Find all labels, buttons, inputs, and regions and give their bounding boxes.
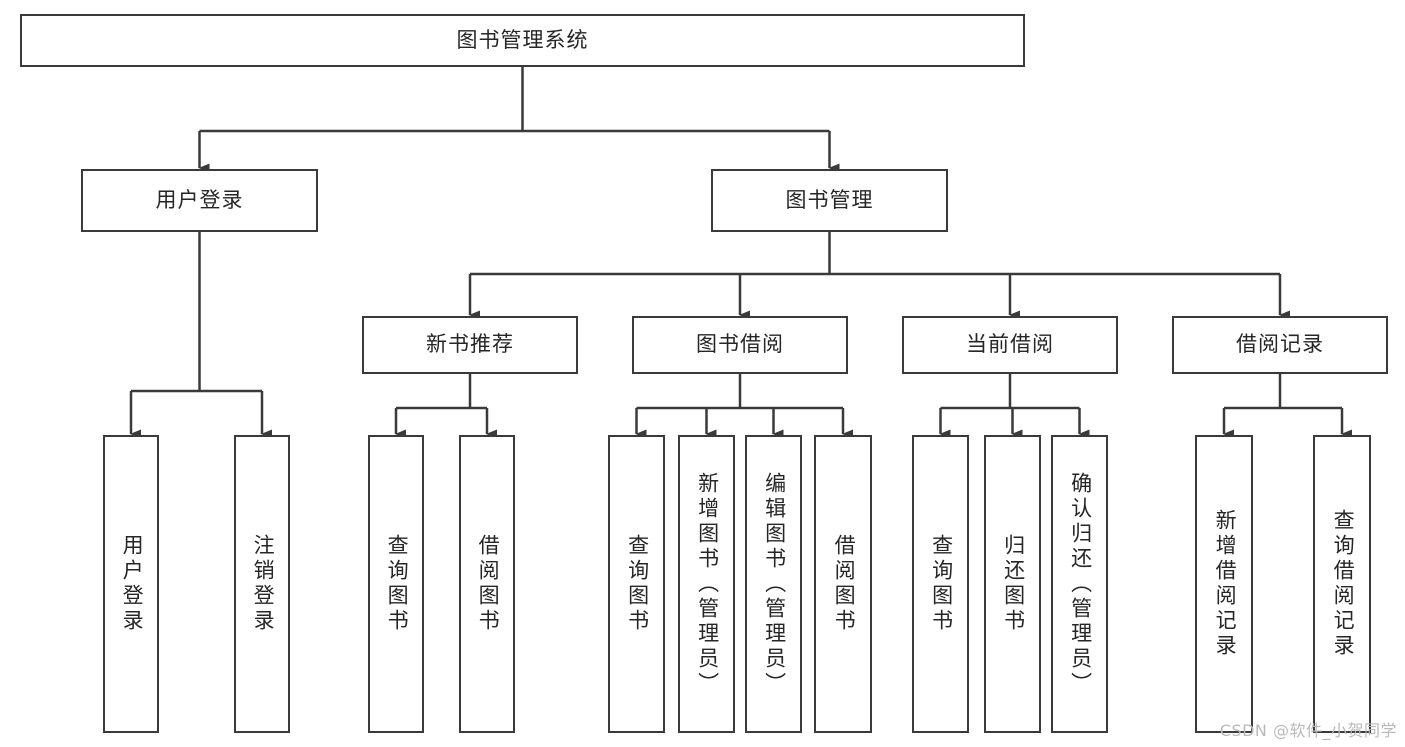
node-leaf-query-record-label: 查询借阅记录	[1331, 509, 1355, 659]
node-root[interactable]: 图书管理系统	[20, 14, 1025, 67]
node-leaf-query-book-3[interactable]: 查询图书	[912, 435, 969, 733]
node-leaf-confirm-return-label: 确认归还（管理员）	[1068, 471, 1092, 697]
node-leaf-borrow-book-2[interactable]: 借阅图书	[814, 435, 872, 733]
node-root-label: 图书管理系统	[456, 28, 589, 52]
node-leaf-confirm-return[interactable]: 确认归还（管理员）	[1051, 435, 1108, 733]
node-leaf-return-book[interactable]: 归还图书	[984, 435, 1041, 733]
node-leaf-query-book-1-label: 查询图书	[385, 534, 409, 634]
node-new-book-rec-label: 新书推荐	[426, 333, 514, 357]
node-leaf-query-book-2-label: 查询图书	[625, 534, 649, 634]
node-current-borrow[interactable]: 当前借阅	[902, 316, 1118, 374]
node-borrow-record[interactable]: 借阅记录	[1172, 316, 1388, 374]
node-leaf-edit-book[interactable]: 编辑图书（管理员）	[745, 435, 802, 733]
node-leaf-query-book-3-label: 查询图书	[929, 534, 953, 634]
node-leaf-user-login-label: 用户登录	[120, 534, 144, 634]
node-new-book-rec[interactable]: 新书推荐	[362, 316, 578, 374]
node-leaf-return-book-label: 归还图书	[1001, 534, 1025, 634]
node-book-borrow[interactable]: 图书借阅	[632, 316, 848, 374]
node-leaf-add-record-label: 新增借阅记录	[1213, 509, 1237, 659]
node-leaf-add-book-label: 新增图书（管理员）	[695, 471, 719, 697]
node-borrow-record-label: 借阅记录	[1236, 333, 1324, 357]
node-leaf-add-record[interactable]: 新增借阅记录	[1195, 435, 1253, 733]
node-leaf-query-book-2[interactable]: 查询图书	[608, 435, 665, 733]
node-book-manage-label: 图书管理	[785, 188, 874, 212]
node-leaf-borrow-book-1-label: 借阅图书	[476, 534, 500, 634]
node-user-login-label: 用户登录	[155, 188, 244, 212]
node-user-login[interactable]: 用户登录	[81, 169, 318, 232]
node-book-manage[interactable]: 图书管理	[711, 169, 948, 232]
node-leaf-logout[interactable]: 注销登录	[234, 435, 290, 733]
node-leaf-query-book-1[interactable]: 查询图书	[368, 435, 424, 733]
node-leaf-logout-label: 注销登录	[251, 534, 275, 634]
csdn-watermark: CSDN @软件_小贺同学	[1219, 721, 1397, 740]
node-leaf-add-book[interactable]: 新增图书（管理员）	[678, 435, 735, 733]
node-current-borrow-label: 当前借阅	[966, 333, 1054, 357]
node-leaf-edit-book-label: 编辑图书（管理员）	[762, 471, 786, 697]
node-book-borrow-label: 图书借阅	[696, 333, 784, 357]
node-leaf-query-record[interactable]: 查询借阅记录	[1313, 435, 1371, 733]
node-leaf-borrow-book-2-label: 借阅图书	[832, 534, 856, 634]
node-leaf-borrow-book-1[interactable]: 借阅图书	[459, 435, 515, 733]
node-leaf-user-login[interactable]: 用户登录	[103, 435, 159, 733]
